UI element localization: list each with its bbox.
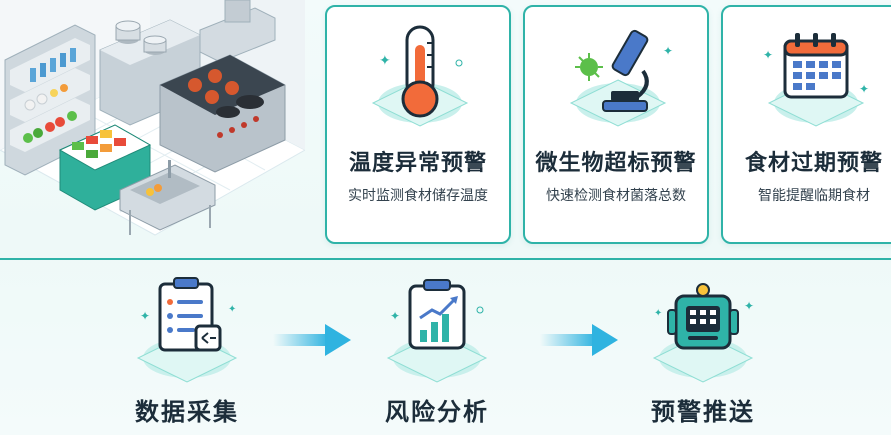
- alert-device-icon: ✦ ✦: [652, 283, 754, 383]
- alert-title: 食材过期预警: [744, 151, 883, 176]
- alert-desc: 快速检测食材菌落总数: [546, 188, 686, 204]
- svg-text:✦: ✦: [654, 308, 662, 319]
- microscope-icon: ✦: [569, 29, 673, 127]
- calendar-icon: ✦ ✦: [763, 33, 869, 127]
- alert-title: 微生物超标预警: [535, 151, 697, 176]
- alert-card-expiry[interactable]: ✦ ✦ 食材过期预警 智能提醒临期食材: [721, 5, 891, 244]
- alert-desc: 智能提醒临期食材: [758, 188, 870, 204]
- chart-icon: ✦: [386, 279, 488, 383]
- step-data-collection[interactable]: ✦ ✦ 数据采集: [112, 270, 262, 430]
- alert-card-microbe[interactable]: ✦ 微生物超标预警 快速检测食材菌落总数: [523, 5, 709, 244]
- step-label: 数据采集: [135, 398, 239, 426]
- svg-text:✦: ✦: [390, 309, 400, 323]
- kitchen-illustration: [0, 0, 305, 236]
- alert-card-temperature[interactable]: ✦ 温度异常预警 实时监测食材储存温度: [325, 5, 511, 244]
- arrow-right-icon: [540, 320, 620, 360]
- svg-text:✦: ✦: [140, 309, 150, 323]
- clipboard-icon: ✦ ✦: [136, 277, 238, 383]
- thermometer-icon: ✦: [371, 25, 469, 127]
- arrow-right-icon: [273, 320, 353, 360]
- step-alert-push[interactable]: ✦ ✦ 预警推送: [628, 270, 778, 430]
- svg-text:✦: ✦: [744, 299, 754, 313]
- svg-text:✦: ✦: [379, 53, 391, 69]
- alert-title: 温度异常预警: [348, 151, 487, 176]
- svg-text:✦: ✦: [663, 44, 673, 58]
- alert-desc: 实时监测食材储存温度: [348, 188, 488, 204]
- svg-text:✦: ✦: [859, 82, 869, 96]
- step-label: 风险分析: [385, 398, 489, 426]
- step-label: 预警推送: [651, 398, 755, 426]
- svg-text:✦: ✦: [763, 48, 773, 62]
- section-divider: [0, 258, 891, 260]
- svg-text:✦: ✦: [228, 304, 236, 315]
- step-risk-analysis[interactable]: ✦ 风险分析: [362, 270, 512, 430]
